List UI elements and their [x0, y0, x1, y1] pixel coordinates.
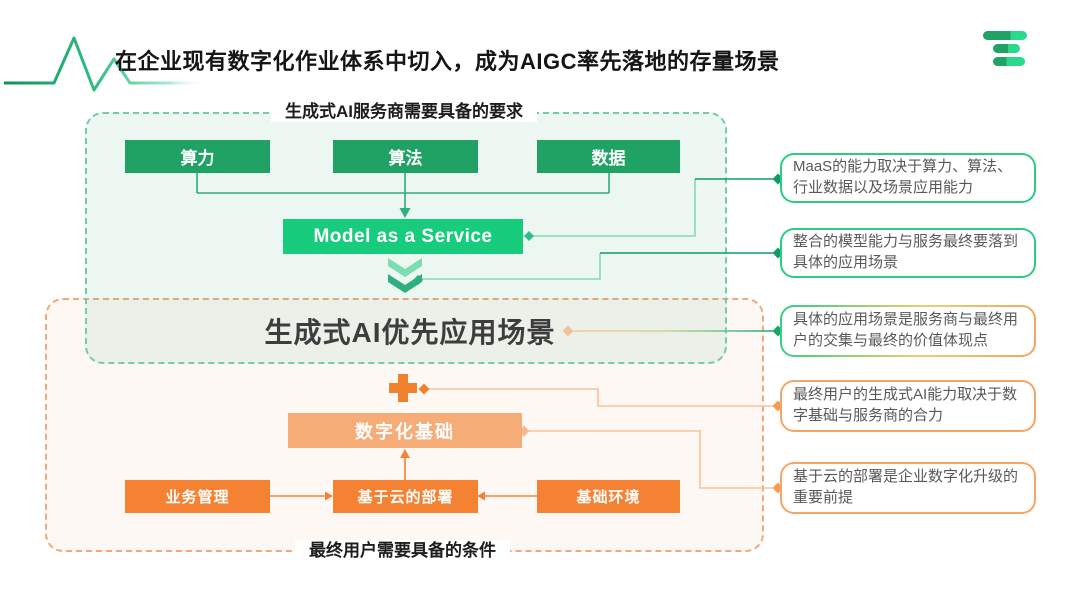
annotation-card-cloud-premise: 基于云的部署是企业数字化升级的重要前提	[780, 462, 1036, 514]
annotation-text: MaaS的能力取决于算力、算法、行业数据以及场景应用能力	[782, 155, 1034, 201]
annotation-card-integration: 整合的模型能力与服务最终要落到具体的应用场景	[780, 228, 1036, 278]
capability-box-data: 数据	[537, 140, 680, 173]
provider-section-label: 生成式AI服务商需要具备的要求	[85, 97, 723, 122]
annotation-text: 基于云的部署是企业数字化升级的重要前提	[782, 464, 1034, 512]
condition-box-basic-environment: 基础环境	[537, 480, 680, 513]
maas-box: Model as a Service	[283, 219, 523, 254]
annotation-text: 最终用户的生成式AI能力取决于数字基础与服务商的合力	[782, 382, 1034, 430]
annotation-text: 整合的模型能力与服务最终要落到具体的应用场景	[782, 230, 1034, 276]
annotation-text: 具体的应用场景是服务商与最终用户的交集与最终的价值体现点	[782, 307, 1034, 355]
logo-bar	[993, 57, 1025, 66]
plus-icon	[389, 374, 417, 402]
annotation-card-scenes: 具体的应用场景是服务商与最终用户的交集与最终的价值体现点	[780, 305, 1036, 357]
logo-bar	[983, 31, 1027, 40]
brand-logo-bars-icon	[983, 31, 1027, 66]
annotation-card-enduser-ability: 最终用户的生成式AI能力取决于数字基础与服务商的合力	[780, 380, 1036, 432]
digital-foundation-box: 数字化基础	[288, 413, 522, 448]
condition-box-cloud-deployment: 基于云的部署	[333, 480, 478, 513]
condition-box-business-management: 业务管理	[125, 480, 270, 513]
capability-box-algorithm: 算法	[333, 140, 478, 173]
end-user-section-label: 最终用户需要具备的条件	[45, 536, 760, 561]
page-title: 在企业现有数字化作业体系中切入，成为AIGC率先落地的存量场景	[115, 49, 780, 74]
annotation-card-maas: MaaS的能力取决于算力、算法、行业数据以及场景应用能力	[780, 153, 1036, 203]
logo-bar	[993, 44, 1020, 53]
capability-box-computing: 算力	[125, 140, 270, 173]
heartbeat-line-icon	[4, 36, 209, 92]
double-chevron-down-icon	[388, 258, 422, 293]
scene-title: 生成式AI优先应用场景	[264, 317, 556, 348]
